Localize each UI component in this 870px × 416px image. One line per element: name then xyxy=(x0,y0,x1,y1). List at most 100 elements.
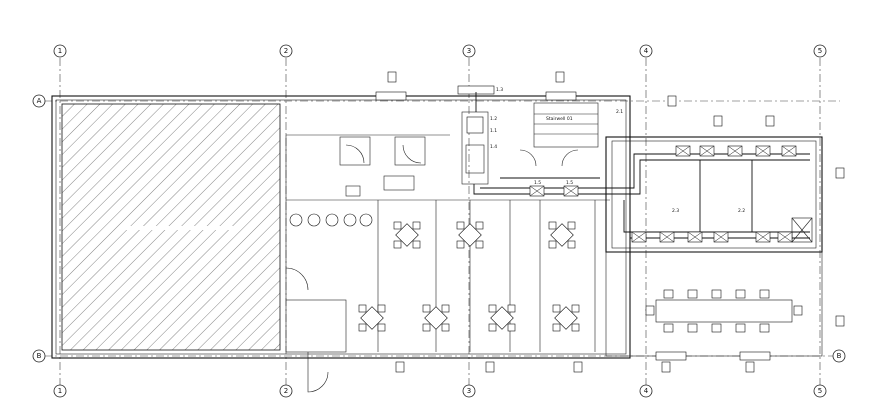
round-fixture xyxy=(325,213,339,227)
round-fixtures xyxy=(289,213,373,227)
door-swing-4 xyxy=(519,149,537,167)
duct-main-top-inner xyxy=(480,153,810,189)
round-fixture xyxy=(343,213,357,227)
axis-bubble-top-4 xyxy=(639,44,653,58)
section-marker xyxy=(573,361,583,373)
table-set xyxy=(552,304,580,332)
diffusers xyxy=(529,145,797,243)
door-swing-2 xyxy=(345,144,365,164)
round-fixture xyxy=(307,213,321,227)
building-walls: Stairwell 01 xyxy=(51,95,631,393)
door-swing-5 xyxy=(561,149,579,167)
duct-label-1-4: 1.4 xyxy=(490,144,497,150)
duct-label-1-2: 1.2 xyxy=(490,116,497,122)
diffuser xyxy=(699,145,715,157)
diffuser xyxy=(529,185,545,197)
duct-label-2-3: 2.3 xyxy=(672,208,679,214)
section-marker xyxy=(835,167,845,179)
room-wc-2 xyxy=(394,136,426,166)
axis-bubble-bottom-3 xyxy=(462,384,476,398)
diffuser xyxy=(727,145,743,157)
outer-wall-inner-line xyxy=(55,99,627,355)
diffuser xyxy=(675,145,691,157)
section-marker xyxy=(661,361,671,373)
room-entrance xyxy=(285,299,347,353)
axis-label-top-5: 5 xyxy=(818,47,822,55)
room-wc-1 xyxy=(339,136,371,166)
duct-label-2-2: 2.2 xyxy=(738,208,745,214)
duct-label-2-1: 2.1 xyxy=(616,109,623,115)
entrance-door-swing xyxy=(307,352,329,393)
window-marker xyxy=(739,351,771,361)
table-set xyxy=(488,304,516,332)
axis-bubble-left-b xyxy=(32,349,46,363)
section-marker xyxy=(485,361,495,373)
window-marker xyxy=(545,91,577,101)
axis-bubble-bottom-4 xyxy=(639,384,653,398)
diffuser xyxy=(563,185,579,197)
round-fixture xyxy=(359,213,373,227)
axis-label-bottom-5: 5 xyxy=(818,387,822,395)
dining-tables xyxy=(358,221,580,332)
diffuser xyxy=(755,231,771,243)
diffuser xyxy=(713,231,729,243)
axis-bubble-left-a xyxy=(32,94,46,108)
sink-counter xyxy=(383,175,415,191)
table-set xyxy=(456,221,484,249)
section-marker xyxy=(387,71,397,83)
diffuser xyxy=(687,231,703,243)
section-marker xyxy=(555,71,565,83)
diffuser xyxy=(777,231,793,243)
section-marker xyxy=(745,361,755,373)
duct-main-bottom-inner xyxy=(623,200,810,233)
table-set xyxy=(393,221,421,249)
axis-label-left-b: B xyxy=(37,352,42,360)
axis-bubble-right-b xyxy=(832,349,846,363)
axis-label-bottom-4: 4 xyxy=(644,387,649,395)
conference-table-set xyxy=(645,289,803,333)
table-set xyxy=(358,304,386,332)
window-marker xyxy=(375,91,407,101)
axis-label-right-b: B xyxy=(837,352,842,360)
duct-label-1-5a: 1.5 xyxy=(534,180,541,186)
axis-label-top-1: 1 xyxy=(58,47,62,55)
axis-bubble-top-3 xyxy=(462,44,476,58)
section-marker xyxy=(395,361,405,373)
axis-label-bottom-1: 1 xyxy=(58,387,62,395)
door-swing-1 xyxy=(285,267,309,291)
section-markers xyxy=(375,71,845,373)
axis-label-bottom-3: 3 xyxy=(467,387,471,395)
counter-small xyxy=(345,185,361,197)
stair-block xyxy=(533,102,599,148)
axis-bubble-bottom-2 xyxy=(279,384,293,398)
meeting-room xyxy=(605,251,823,357)
axis-bubble-bottom-5 xyxy=(813,384,827,398)
section-marker xyxy=(713,115,723,127)
axis-label-top-2: 2 xyxy=(284,47,288,55)
diffuser xyxy=(755,145,771,157)
conference-chairs xyxy=(645,289,803,333)
axis-bubble-top-2 xyxy=(279,44,293,58)
duct-label-1-5b: 1.5 xyxy=(566,180,573,186)
section-marker xyxy=(835,315,845,327)
shaft-grille xyxy=(465,144,485,174)
axis-bubble-bottom-1 xyxy=(53,384,67,398)
diffuser xyxy=(781,145,797,157)
shaft-fan xyxy=(466,116,484,134)
axis-label-top-3: 3 xyxy=(467,47,471,55)
shaft-box xyxy=(461,111,489,185)
diffuser xyxy=(631,231,647,243)
diffuser xyxy=(659,231,675,243)
axis-label-left-a: A xyxy=(37,97,42,105)
duct-label-1-3: 1.3 xyxy=(496,87,503,93)
table-set xyxy=(422,304,450,332)
section-marker xyxy=(667,95,677,107)
duct-main-top xyxy=(473,159,810,195)
conference-table xyxy=(655,299,793,323)
table-set xyxy=(548,221,576,249)
ductwork: 1.1 1.2 1.3 1.4 1.5 1.5 2.1 2.2 2.3 xyxy=(457,85,810,239)
axis-bubble-top-1 xyxy=(53,44,67,58)
door-swing-3 xyxy=(402,144,422,164)
axis-label-top-4: 4 xyxy=(644,47,649,55)
